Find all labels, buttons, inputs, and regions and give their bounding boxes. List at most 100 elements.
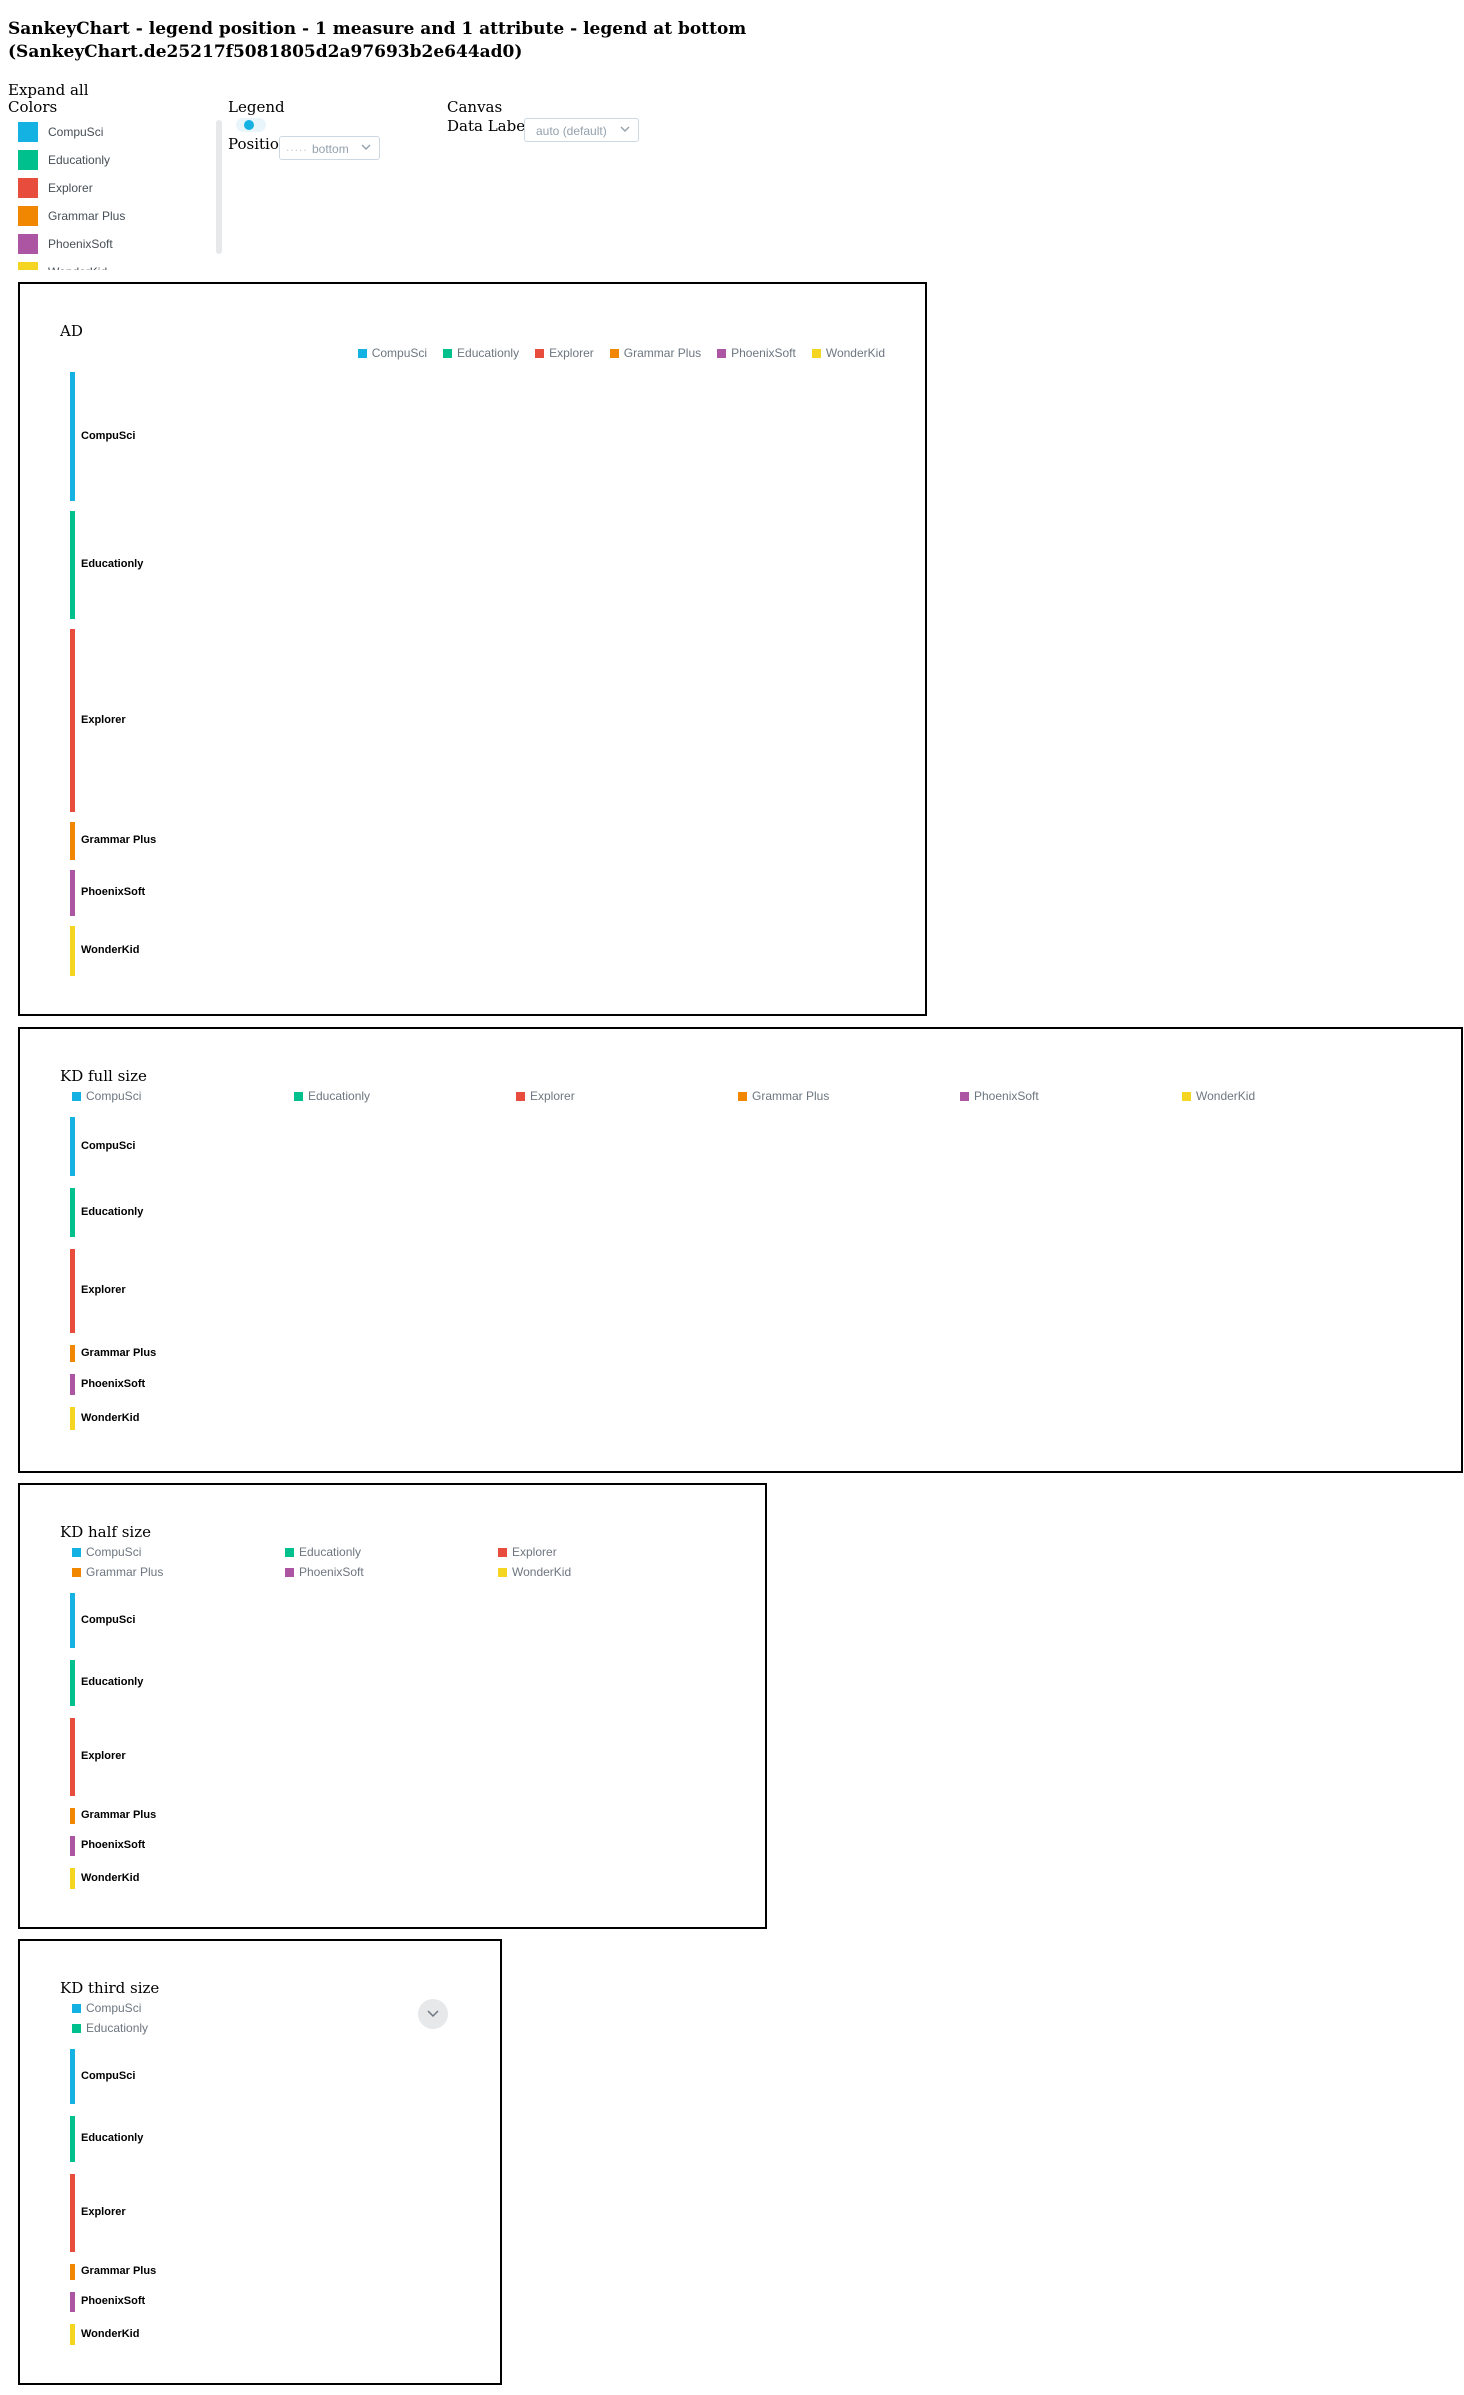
sankey-node[interactable] [70, 1249, 75, 1333]
legend-item[interactable]: Educationly [72, 2021, 148, 2035]
chart-title: KD third size [60, 1979, 160, 1997]
sankey-node[interactable] [70, 822, 75, 860]
color-swatch[interactable] [18, 234, 38, 254]
data-labels-value: auto (default) [536, 124, 607, 138]
colors-scrollbar[interactable] [216, 120, 222, 254]
legend-toggle[interactable] [236, 118, 266, 132]
sankey-node-label: WonderKid [81, 1411, 140, 1424]
color-swatch[interactable] [18, 262, 38, 270]
legend-paging-button[interactable] [418, 1999, 448, 2029]
sankey-node[interactable] [70, 2174, 75, 2252]
color-item[interactable]: WonderKid [12, 258, 212, 270]
sankey-node[interactable] [70, 511, 75, 619]
legend-label: Educationly [86, 2021, 149, 2035]
sankey-node[interactable] [70, 372, 75, 501]
sankey-node[interactable] [70, 1374, 75, 1395]
legend-item[interactable]: Explorer [516, 1089, 575, 1103]
sankey-node[interactable] [70, 2324, 75, 2345]
color-swatch[interactable] [18, 178, 38, 198]
color-item[interactable]: PhoenixSoft [12, 230, 212, 258]
legend-item[interactable]: CompuSci [72, 1545, 141, 1559]
sankey-node[interactable] [70, 1593, 75, 1648]
sankey-node[interactable] [70, 2116, 75, 2162]
sankey-node[interactable] [70, 1836, 75, 1856]
legend-label: PhoenixSoft [299, 1565, 364, 1579]
legend-item[interactable]: Explorer [535, 346, 594, 360]
legend-item[interactable]: CompuSci [72, 1089, 141, 1103]
sankey-node[interactable] [70, 1117, 75, 1176]
sankey-node[interactable] [70, 870, 75, 916]
legend-item[interactable]: Educationly [285, 1545, 361, 1559]
legend-label: Explorer [512, 1545, 557, 1559]
legend-swatch [285, 1547, 294, 1557]
expand-all-link[interactable]: Expand all [8, 81, 89, 99]
color-label: Grammar Plus [48, 209, 126, 223]
legend-item[interactable]: Grammar Plus [609, 346, 702, 360]
legend-label: WonderKid [512, 1565, 572, 1579]
legend-item[interactable]: CompuSci [357, 346, 428, 360]
legend-item[interactable]: PhoenixSoft [960, 1089, 1039, 1103]
sankey-node[interactable] [70, 2292, 75, 2312]
color-swatch[interactable] [18, 206, 38, 226]
legend-item[interactable]: WonderKid [498, 1565, 571, 1579]
legend-swatch [717, 348, 727, 358]
color-item[interactable]: Explorer [12, 174, 212, 202]
sankey-node-label: PhoenixSoft [81, 1839, 146, 1851]
legend-swatch [609, 348, 619, 358]
legend-label: CompuSci [371, 346, 428, 360]
legend-item[interactable]: Grammar Plus [738, 1089, 829, 1103]
legend-item[interactable]: Explorer [498, 1545, 557, 1559]
legend-label: Grammar Plus [623, 346, 702, 360]
sankey-node[interactable] [70, 1188, 75, 1237]
sankey-node[interactable] [70, 926, 75, 976]
sankey-node-label: PhoenixSoft [81, 2295, 146, 2307]
legend-label: PhoenixSoft [731, 346, 796, 360]
legend-position-dropdown[interactable]: ..... bottom [279, 136, 380, 160]
data-labels-dropdown[interactable]: auto (default) [524, 118, 639, 142]
legend-item[interactable]: WonderKid [811, 346, 885, 360]
legend-toggle-knob [244, 120, 254, 130]
sankey-node-label: Educationly [81, 1676, 144, 1688]
color-swatch[interactable] [18, 122, 38, 142]
sankey-node[interactable] [70, 1407, 75, 1430]
sankey-node[interactable] [70, 1808, 75, 1824]
sankey-node-label: WonderKid [81, 944, 140, 956]
legend-label: WonderKid [1196, 1089, 1256, 1103]
legend-item[interactable]: Educationly [294, 1089, 370, 1103]
sankey-node[interactable] [70, 1345, 75, 1362]
color-label: CompuSci [48, 125, 104, 139]
legend-label: Explorer [530, 1089, 575, 1103]
legend-item[interactable]: Grammar Plus [72, 1565, 163, 1579]
color-item[interactable]: CompuSci [12, 118, 212, 146]
legend-item[interactable]: WonderKid [1182, 1089, 1255, 1103]
sankey-node[interactable] [70, 2049, 75, 2104]
legend-swatch [535, 348, 545, 358]
legend-item[interactable]: PhoenixSoft [285, 1565, 364, 1579]
legend-label: Educationly [299, 1545, 362, 1559]
sankey-node[interactable] [70, 1660, 75, 1706]
chevron-down-icon [620, 126, 630, 132]
legend-position-label: Position [228, 135, 289, 153]
legend-item[interactable]: PhoenixSoft [717, 346, 796, 360]
color-item[interactable]: Educationly [12, 146, 212, 174]
sankey-node[interactable] [70, 1718, 75, 1796]
legend-swatch [72, 1547, 81, 1557]
color-label: Explorer [48, 181, 93, 195]
sankey-node[interactable] [70, 629, 75, 812]
color-swatch[interactable] [18, 150, 38, 170]
sankey-node-label: Grammar Plus [81, 1346, 157, 1359]
legend-swatch [516, 1091, 525, 1101]
color-label: PhoenixSoft [48, 237, 113, 251]
legend-item[interactable]: CompuSci [72, 2001, 141, 2015]
legend-item[interactable]: Educationly [443, 346, 519, 360]
color-item[interactable]: Grammar Plus [12, 202, 212, 230]
sankey-node[interactable] [70, 1868, 75, 1889]
chevron-down-icon [361, 144, 371, 150]
sankey-node-label: CompuSci [81, 1613, 136, 1626]
legend-swatch [285, 1567, 294, 1577]
sankey-node[interactable] [70, 2264, 75, 2280]
chevron-down-icon [427, 2010, 439, 2018]
sankey-node-label: PhoenixSoft [81, 886, 146, 898]
